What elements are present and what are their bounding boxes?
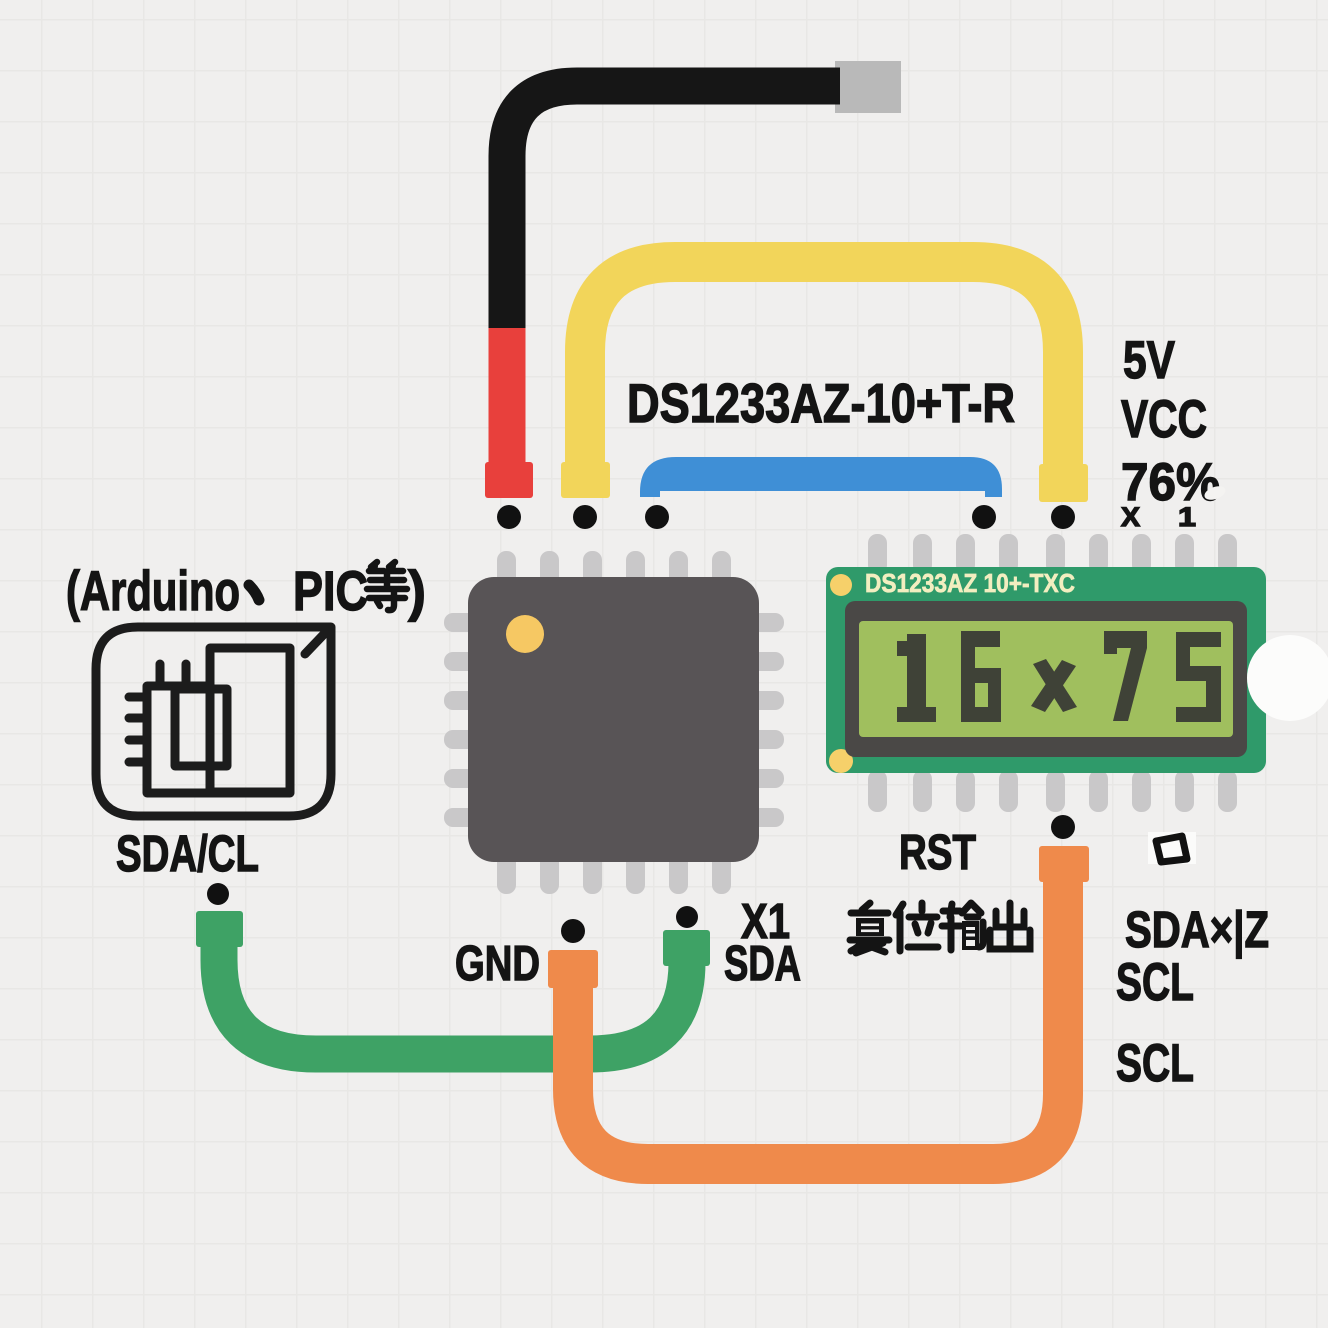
svg-text:SDA: SDA — [724, 937, 801, 991]
svg-text:PIC: PIC — [293, 559, 368, 622]
svg-text:SDA×|Z: SDA×|Z — [1125, 901, 1269, 959]
svg-text:1: 1 — [1178, 502, 1196, 532]
svg-text:SCL: SCL — [1116, 1034, 1194, 1093]
svg-text:SCL: SCL — [1116, 953, 1194, 1012]
svg-text:GND: GND — [455, 937, 540, 991]
svg-text:SDA/CL: SDA/CL — [116, 825, 259, 882]
svg-text:DS1233AZ-10+T-R: DS1233AZ-10+T-R — [627, 372, 1015, 434]
svg-text:76%: 76% — [1121, 453, 1220, 512]
svg-text:(Arduino: (Arduino — [66, 559, 240, 622]
svg-text:DS1233AZ 10+-TXC: DS1233AZ 10+-TXC — [865, 568, 1075, 598]
svg-text:): ) — [408, 559, 426, 622]
svg-text:VCC: VCC — [1121, 390, 1207, 449]
svg-text:5V: 5V — [1123, 331, 1175, 390]
svg-text:X1: X1 — [741, 895, 790, 949]
svg-text:RST: RST — [899, 826, 976, 880]
svg-text:X: X — [1121, 502, 1140, 532]
